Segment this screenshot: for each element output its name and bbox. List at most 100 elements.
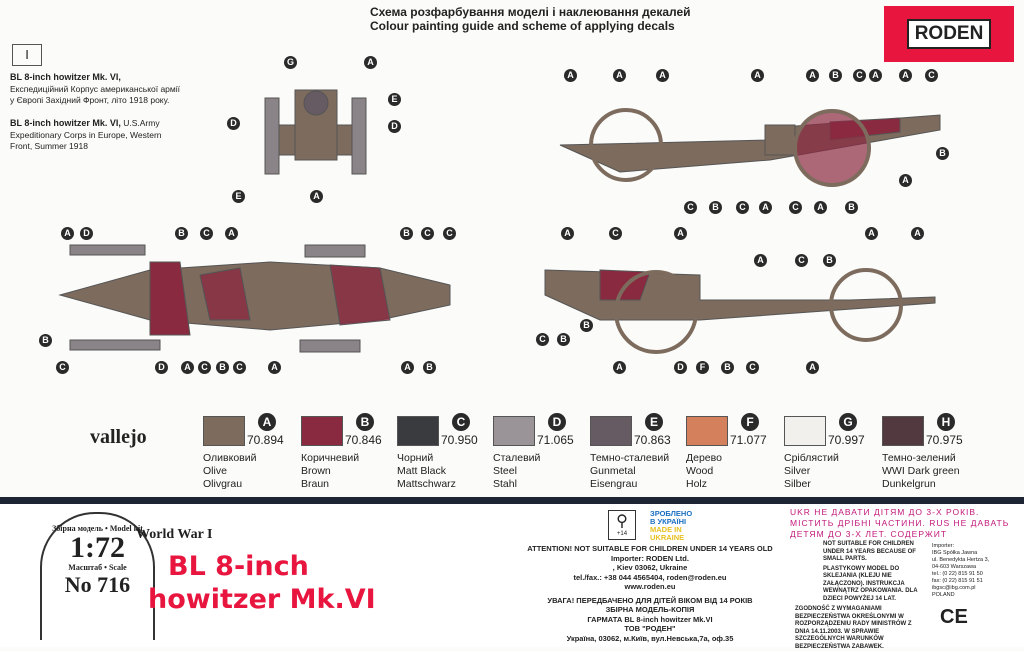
paint-name-ua: Темно-зелений	[882, 452, 956, 464]
callout-side_top: C	[684, 201, 697, 214]
callout-top_view: A	[401, 361, 414, 374]
callout-top_view: B	[423, 361, 436, 374]
callout-top_view: C	[233, 361, 246, 374]
callout-top_view: A	[225, 227, 238, 240]
paint-letter: F	[741, 413, 759, 431]
color-chip	[203, 416, 245, 446]
callout-side_top: A	[899, 174, 912, 187]
callout-top_view: C	[443, 227, 456, 240]
paint-name-de: Braun	[301, 478, 330, 490]
callout-side_bottom: B	[557, 333, 570, 346]
paint-name-en: Gunmetal	[590, 465, 636, 477]
paint-code: 70.950	[441, 433, 478, 447]
callout-front: A	[364, 56, 377, 69]
paint-letter: C	[452, 413, 470, 431]
callout-front: G	[284, 56, 297, 69]
side-view-bottom	[544, 268, 936, 354]
paint-name-en: WWI Dark green	[882, 465, 960, 477]
callout-side_bottom: A	[674, 227, 687, 240]
paint-name-ua: Оливковий	[203, 452, 257, 464]
ce-mark: CE	[940, 606, 968, 628]
paint-name-ua: Сріблястий	[784, 452, 839, 464]
callout-side_top: C	[736, 201, 749, 214]
scheme-number: I	[12, 44, 42, 66]
callout-side_bottom: D	[674, 361, 687, 374]
callout-side_top: A	[806, 69, 819, 82]
paint-name-en: Brown	[301, 465, 331, 477]
age-14-icon: ⚲+14	[608, 510, 636, 540]
callout-side_top: C	[853, 69, 866, 82]
callout-side_top: A	[899, 69, 912, 82]
callout-side_bottom: B	[721, 361, 734, 374]
front-view	[264, 89, 367, 175]
callout-front: D	[388, 120, 401, 133]
callout-side_top: B	[829, 69, 842, 82]
paint-brand: vallejo	[90, 426, 147, 448]
callout-side_bottom: A	[911, 227, 924, 240]
paint-name-en: Steel	[493, 465, 517, 477]
callout-side_bottom: A	[754, 254, 767, 267]
callout-side_top: A	[656, 69, 669, 82]
callout-top_view: A	[61, 227, 74, 240]
paint-name-de: Mattschwarz	[397, 478, 456, 490]
color-chip	[590, 416, 632, 446]
paint-code: 70.863	[634, 433, 671, 447]
callout-side_top: A	[869, 69, 882, 82]
paint-code: 70.997	[828, 433, 865, 447]
paint-code: 71.077	[730, 433, 767, 447]
polish-warning: NOT SUITABLE FOR CHILDREN UNDER 14 YEARS…	[795, 541, 918, 650]
era-label: World War I	[136, 527, 213, 542]
callout-side_bottom: C	[536, 333, 549, 346]
paint-name-ua: Дерево	[686, 452, 722, 464]
paint-name-en: Matt Black	[397, 465, 447, 477]
paint-code: 71.065	[537, 433, 574, 447]
color-chip	[882, 416, 924, 446]
roden-logo: RODEN	[884, 6, 1014, 62]
divider-bar	[0, 497, 1024, 504]
scheme-description: BL 8-inch howitzer Mk. VI,Експедиційний …	[10, 72, 181, 151]
color-chip	[784, 416, 826, 446]
callout-side_bottom: C	[795, 254, 808, 267]
callout-top_view: D	[80, 227, 93, 240]
callout-top_view: C	[198, 361, 211, 374]
paint-code: 70.975	[926, 433, 963, 447]
callout-top_view: B	[216, 361, 229, 374]
paint-name-ua: Чорний	[397, 452, 434, 464]
callout-side_bottom: A	[806, 361, 819, 374]
callout-side_top: A	[814, 201, 827, 214]
callout-side_bottom: C	[609, 227, 622, 240]
callout-front: D	[227, 117, 240, 130]
box-side-panel	[0, 504, 1024, 647]
paint-code: 70.846	[345, 433, 382, 447]
callout-side_top: A	[613, 69, 626, 82]
importer-info: ATTENTION! NOT SUITABLE FOR CHILDREN UND…	[527, 544, 773, 643]
top-view	[58, 244, 451, 353]
paint-name-ua: Коричневий	[301, 452, 360, 464]
callout-top_view: C	[56, 361, 69, 374]
callout-top_view: B	[175, 227, 188, 240]
paint-code: 70.894	[247, 433, 284, 447]
paint-letter: A	[258, 413, 276, 431]
callout-top_view: D	[155, 361, 168, 374]
callout-top_view: C	[421, 227, 434, 240]
callout-side_bottom: C	[746, 361, 759, 374]
paint-letter: G	[839, 413, 857, 431]
callout-side_top: B	[936, 147, 949, 160]
paint-name-ua: Темно-сталевий	[590, 452, 670, 464]
callout-side_bottom: A	[561, 227, 574, 240]
callout-side_top: C	[925, 69, 938, 82]
paint-name-de: Eisengrau	[590, 478, 638, 490]
paint-name-ua: Сталевий	[493, 452, 541, 464]
paint-name-de: Silber	[784, 478, 811, 490]
paint-name-de: Dunkelgrun	[882, 478, 936, 490]
small-parts-warning: UKR НЕ ДАВАТИ ДІТЯМ ДО 3-Х РОКІВ. МІСТИТ…	[790, 507, 1010, 539]
callout-side_bottom: B	[823, 254, 836, 267]
paint-letter: D	[548, 413, 566, 431]
